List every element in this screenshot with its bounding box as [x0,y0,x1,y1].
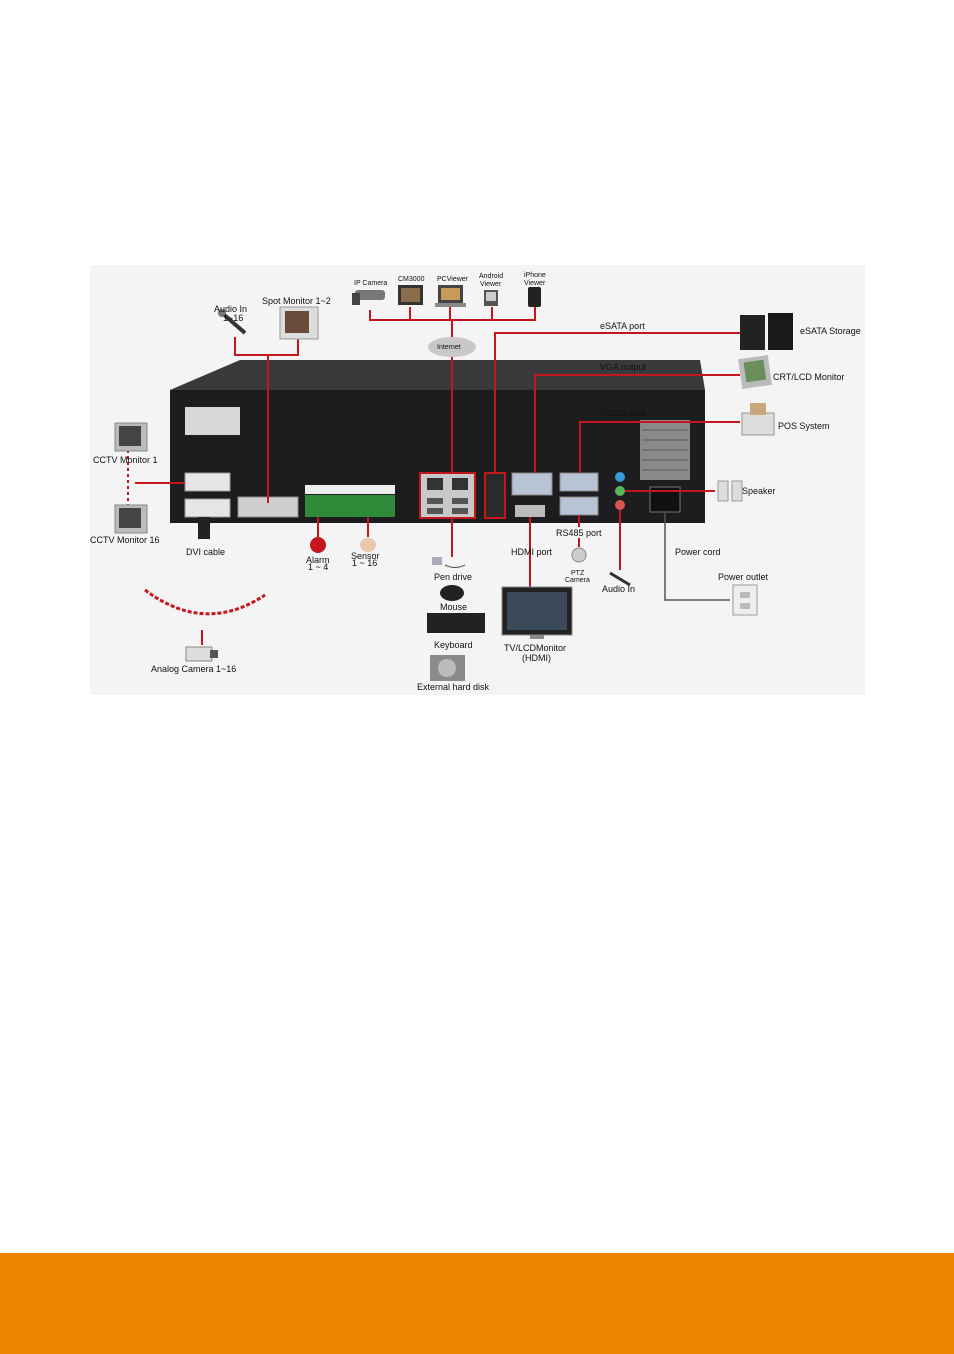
label-sensor-range: 1 ~ 16 [352,558,377,568]
label-mouse: Mouse [440,602,467,612]
label-internet: Internet [437,344,461,351]
pen-drive-icon [432,557,466,568]
footer-bar [0,1253,954,1354]
analog-camera-icon [185,646,218,662]
label-cm3000: CM3000 [398,276,425,283]
cm3000-icon [398,285,423,305]
microphone-icon [218,309,247,335]
ptz-camera-icon [571,547,587,563]
label-external-hard-disk: External hard disk [417,682,490,692]
label-keyboard: Keyboard [434,640,473,650]
label-dvi-cable: DVI cable [186,547,225,557]
label-analog-camera: Analog Camera 1~16 [151,664,236,674]
label-crt-lcd-monitor: CRT/LCD Monitor [773,372,844,382]
label-rs485-port: RS485 port [556,528,602,538]
label-rs232-port: RS232 port [600,408,646,418]
label-speaker: Speaker [742,486,776,496]
label-pcviewer: PCViewer [437,276,469,283]
label-spot-monitor: Spot Monitor 1~2 [262,296,331,306]
label-tv-lcd-monitor: TV/LCDMonitor [504,643,566,653]
pos-system-icon [741,403,775,436]
label-power-outlet: Power outlet [718,572,769,582]
power-outlet-icon [732,584,758,616]
label-esata-port: eSATA port [600,321,645,331]
label-ptz-camera: PTZ [571,570,585,577]
label-audio-in-16: Audio In [214,304,247,314]
label-pen-drive: Pen drive [434,572,472,582]
cctv-monitor-icon [114,422,148,452]
speaker-icon [717,480,743,502]
label-pos-system: POS System [778,421,830,431]
label-esata-storage: eSATA Storage [800,326,861,336]
label-android-viewer: Android [479,273,503,280]
sensor-icon [360,538,376,552]
dvr-chassis [170,360,705,523]
label-iphone-viewer-2: Viewer [524,280,546,287]
label-vga-output: VGA output [600,362,647,372]
label-cctv-monitor-1: CCTV Monitor 1 [93,455,158,465]
alarm-icon [310,537,326,553]
label-iphone-viewer: iPhone [524,272,546,279]
label-tv-lcd-monitor-hdmi: (HDMI) [522,653,551,663]
label-alarm-range: 1 ~ 4 [308,562,328,572]
keyboard-icon [427,613,485,633]
label-hdmi-port: HDMI port [511,547,553,557]
label-sensor: Sensor [351,551,380,561]
connection-wires [127,305,740,645]
label-android-viewer-2: Viewer [480,281,502,288]
spot-monitor-icon [279,306,319,340]
label-cctv-monitor-16: CCTV Monitor 16 [90,535,160,545]
esata-storage-icon [740,313,793,350]
connection-diagram: IP Camera CM3000 PCViewer Android Viewer… [90,265,865,695]
label-alarm: Alarm [306,555,330,565]
pcviewer-icon [435,285,466,307]
android-viewer-icon [484,290,498,306]
crt-lcd-monitor-icon [738,355,772,389]
connection-diagram-svg: IP Camera CM3000 PCViewer Android Viewer… [90,272,861,692]
label-power-cord: Power cord [675,547,721,557]
iphone-viewer-icon [528,287,541,307]
microphone-icon [609,571,631,587]
hard-disk-icon [430,655,465,681]
label-audio-in: Audio In [602,584,635,594]
label-ptz-camera-2: Camera [565,577,590,584]
tv-lcd-monitor-icon [501,586,573,639]
label-audio-in-16-range: 1~16 [223,313,243,323]
mouse-icon [440,585,464,601]
cctv-monitor-icon [114,504,148,534]
internet-cloud-icon [428,337,476,357]
label-ip-camera: IP Camera [354,280,387,287]
ip-camera-icon [352,290,385,305]
dvi-connector-icon [198,517,210,539]
